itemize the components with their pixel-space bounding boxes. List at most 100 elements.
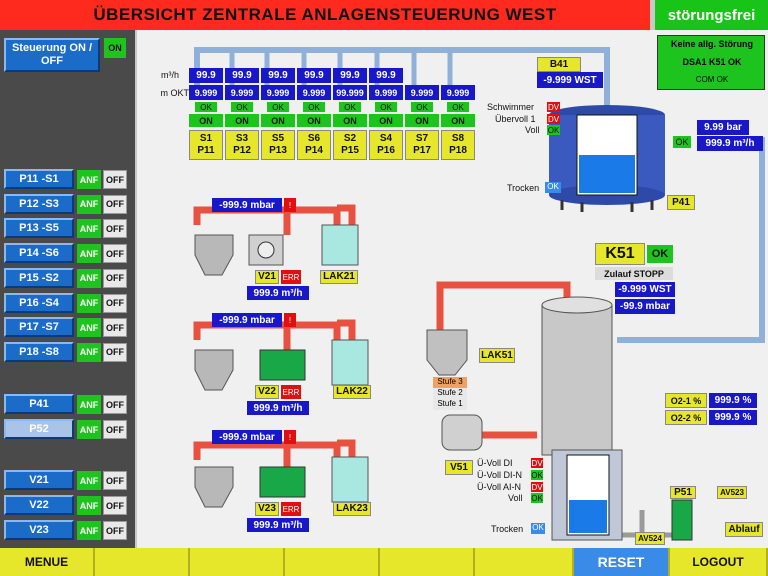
p41-flow: 999.9 m³/h [697,136,763,151]
p_units-off-1[interactable]: OFF [103,420,127,439]
footer-slot-2[interactable] [95,548,190,576]
unit-flow: 999.9 m³/h [247,401,309,415]
menue-button[interactable]: MENUE [0,548,95,576]
b41-label: B41 [537,57,581,72]
pumps-button-7[interactable]: P18 -S8 [4,341,74,362]
unit-alarm: ! [284,430,296,444]
pumps-anf-4: ANF [77,268,101,288]
footer-slot-4[interactable] [285,548,380,576]
ablauf-label: Ablauf [725,522,763,537]
p41-ok: OK [673,136,691,148]
pumps-off-0[interactable]: OFF [103,170,127,189]
steuerung-button[interactable]: Steuerung ON / OFF [4,38,100,72]
flow-value: 99.9 [189,68,223,83]
logout-button[interactable]: LOGOUT [670,548,768,576]
pumps-off-4[interactable]: OFF [103,268,127,288]
station-on: ON [261,114,295,127]
station-ok: OK [267,102,289,112]
pumps-button-4[interactable]: P15 -S2 [4,267,74,288]
v_units-button-1[interactable]: V22 [4,495,74,515]
station-ok: OK [195,102,217,112]
level-value: 9.999 [261,85,295,100]
p_units-anf-0: ANF [77,395,101,414]
level-value: 9.999 [405,85,439,100]
station-on: ON [297,114,331,127]
pumps-button-3[interactable]: P14 -S6 [4,243,74,264]
station-p: P15 [341,145,359,156]
unit-pressure: -999.9 mbar [212,198,282,212]
level-value: 9.999 [189,85,223,100]
station-s: S7 [415,133,429,144]
v_units-off-0[interactable]: OFF [103,471,127,490]
level-value: 99.999 [333,85,367,100]
o2-label: O2-2 % [665,410,707,425]
pumps-off-7[interactable]: OFF [103,342,127,362]
pumps-off-2[interactable]: OFF [103,219,127,239]
footer-slot-5[interactable] [380,548,475,576]
k51-wst: -9.999 WST [615,282,675,297]
unit-label: V21 [255,270,279,284]
v_units-button-0[interactable]: V21 [4,470,74,490]
unit-alarm: ! [284,198,296,212]
v_units-off-2[interactable]: OFF [103,521,127,540]
station-ok: OK [447,102,469,112]
level-value: 9.999 [225,85,259,100]
b41-voll: Voll [525,125,540,135]
station-ok: OK [231,102,253,112]
v_units-anf-1: ANF [77,496,101,515]
pumps-button-6[interactable]: P17 -S7 [4,317,74,338]
pumps-button-1[interactable]: P12 -S3 [4,193,74,214]
k51-label: K51 [595,243,645,265]
station-s: S6 [307,133,321,144]
k51-ok: OK [647,245,673,263]
unit-label: V22 [255,385,279,399]
unit-alarm: ! [284,313,296,327]
v_units-button-2[interactable]: V23 [4,520,74,540]
unit-flow-label: m³/h [161,70,179,80]
reset-button[interactable]: RESET [574,548,670,576]
station-s: S8 [451,133,465,144]
station-s: S2 [343,133,357,144]
station-on: ON [333,114,367,127]
b41-schwimmer: Schwimmer [487,102,535,112]
b41-dv-2: DV [547,114,560,124]
p_units-button-0[interactable]: P41 [4,394,74,414]
b41-dv: DV [547,102,560,112]
unit-err: ERR [281,270,301,284]
footer-slot-3[interactable] [190,548,285,576]
station-ok: OK [303,102,325,112]
p41-label: P41 [667,195,695,210]
pumps-button-0[interactable]: P11 -S1 [4,169,74,189]
p_units-off-0[interactable]: OFF [103,395,127,414]
b41-trocken: Trocken [507,183,540,193]
station-on: ON [369,114,403,127]
pumps-anf-1: ANF [77,194,101,214]
b41-uebervoll: Übervoll 1 [495,114,536,124]
station-on: ON [405,114,439,127]
pumps-button-2[interactable]: P13 -S5 [4,218,74,239]
pumps-anf-3: ANF [77,244,101,264]
pumps-off-3[interactable]: OFF [103,244,127,264]
pumps-off-1[interactable]: OFF [103,194,127,214]
p_units-button-1[interactable]: P52 [4,419,74,439]
pumps-anf-5: ANF [77,293,101,313]
b41-trocken-ok: OK [545,182,561,193]
pumps-off-5[interactable]: OFF [103,293,127,313]
footer-slot-6[interactable] [475,548,574,576]
station-on: ON [441,114,475,127]
pumps-off-6[interactable]: OFF [103,318,127,338]
station-ok: OK [375,102,397,112]
v_units-off-1[interactable]: OFF [103,496,127,515]
ue-voll-di: Ü-Voll DI [477,458,513,468]
pumps-button-5[interactable]: P16 -S4 [4,292,74,313]
av523-label: AV523 [717,486,747,499]
